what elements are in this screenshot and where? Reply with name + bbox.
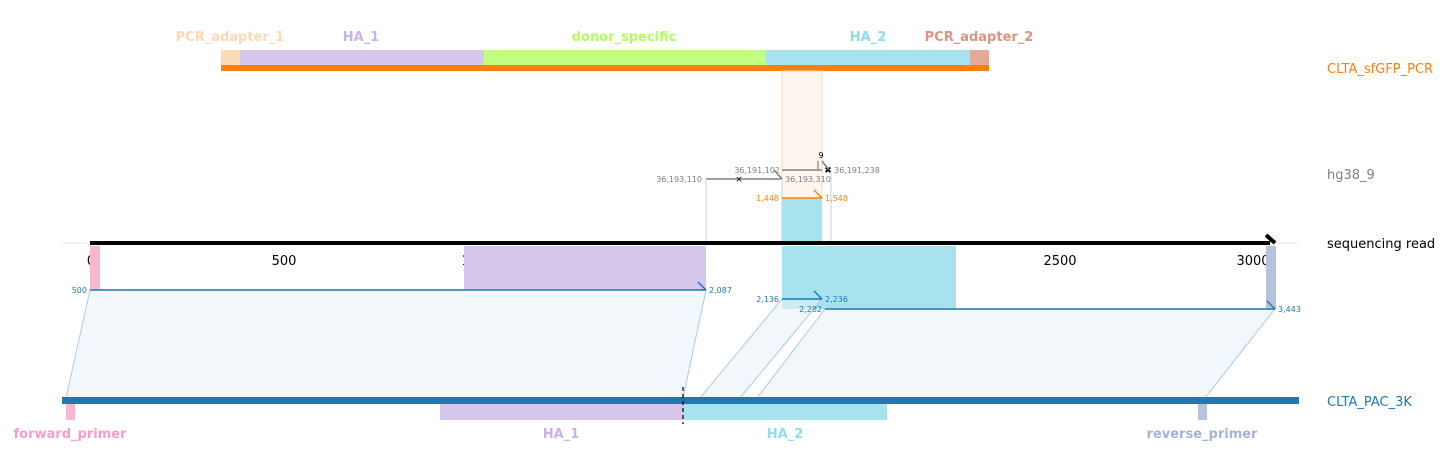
target-alignment-3-start-label: 2,282 [799,305,822,314]
donor-track-label: CLTA_sfGFP_PCR [1327,62,1433,77]
donor-feature-donor-specific [484,50,766,66]
genome-chrom-label: 9 [818,151,823,160]
target-alignment-3-band [755,308,1277,399]
genome-track: hg38_9 × 36,193,110 36,193,310 36,191,10… [656,151,1375,243]
read-tick-2500: 2500 [1043,254,1076,269]
read-track: sequencing read 0 500 1000 1500 2000 250… [62,233,1435,269]
target-feature-ha-2 [683,404,887,420]
target-alignment-2-start-label: 2,136 [756,295,779,304]
target-alignment-1-band [65,289,707,399]
target-alignment-1-start-label: 500 [72,286,87,295]
donor-feature-ha-2 [766,50,970,66]
target-alignment-1-end-label: 2,087 [709,286,732,295]
donor-alignment-fill [782,198,822,243]
target-feature-ha-1 [440,404,683,420]
target-feature-label-reverse-primer: reverse_primer [1147,427,1259,442]
target-alignment-3-end-tick [1266,300,1276,310]
read-shade-ha-1 [464,246,706,290]
genome-alignment-b-left-label: 36,191,102 [734,166,780,175]
donor-alignment: 1,448 1,548 [756,189,848,243]
read-axis-arrowhead [1264,233,1277,245]
donor-projection [781,70,823,199]
read-shade-reverse-primer [1266,246,1276,309]
target-backbone [62,397,1299,404]
donor-backbone [221,65,989,71]
target-feature-label-forward-primer: forward_primer [14,427,128,442]
genome-alignment-b-marker: ✖ [824,166,832,176]
target-feature-label-ha-1: HA_1 [543,427,580,442]
genome-alignment-b-right-label: 36,191,238 [834,166,880,175]
donor-feature-label-pcr-adapter-1: PCR_adapter_1 [176,30,285,45]
target-track-label: CLTA_PAC_3K [1327,395,1412,410]
donor-alignment-end-label: 1,548 [825,194,848,203]
target-feature-reverse-primer [1198,404,1207,420]
donor-feature-label-pcr-adapter-2: PCR_adapter_2 [925,30,1034,45]
target-alignment-2-end-tick [813,290,823,300]
donor-feature-label-ha-1: HA_1 [343,30,380,45]
donor-feature-label-ha-2: HA_2 [850,30,887,45]
target-track: forward_primer HA_1 HA_2 reverse_primer … [14,387,1412,442]
donor-feature-label-donor-specific: donor_specific [572,30,677,45]
target-alignment-2-end-label: 2,236 [825,295,848,304]
read-tick-500: 500 [272,254,297,269]
genome-track-label: hg38_9 [1327,168,1375,183]
genome-alignment-b-end-tick [821,160,830,171]
donor-feature-pcr-adapter-2 [970,50,989,66]
genome-alignment-a-marker: × [735,175,743,185]
donor-feature-ha-1 [240,50,484,66]
target-feature-label-ha-2: HA_2 [767,427,804,442]
donor-track: PCR_adapter_1 HA_1 donor_specific HA_2 P… [176,30,1433,77]
target-alignment-1-end-tick [697,281,707,291]
donor-feature-pcr-adapter-1 [221,50,240,66]
target-feature-forward-primer [66,404,75,420]
donor-alignment-end-tick [813,189,823,199]
read-track-label: sequencing read [1327,237,1435,252]
target-alignments: 500 2,087 2,136 2,236 2,282 3,443 [65,281,1301,399]
read-feature-shading [90,246,1276,309]
read-tick-3000: 3000 [1236,254,1269,269]
genome-alignment-a-right-label: 36,193,310 [785,175,831,184]
target-alignment-3-end-label: 3,443 [1278,305,1301,314]
donor-alignment-start-label: 1,448 [756,194,779,203]
genome-alignment-a-left-label: 36,193,110 [656,175,702,184]
genome-alignment-a-end-tick [773,169,783,180]
read-shade-forward-primer [90,246,100,290]
